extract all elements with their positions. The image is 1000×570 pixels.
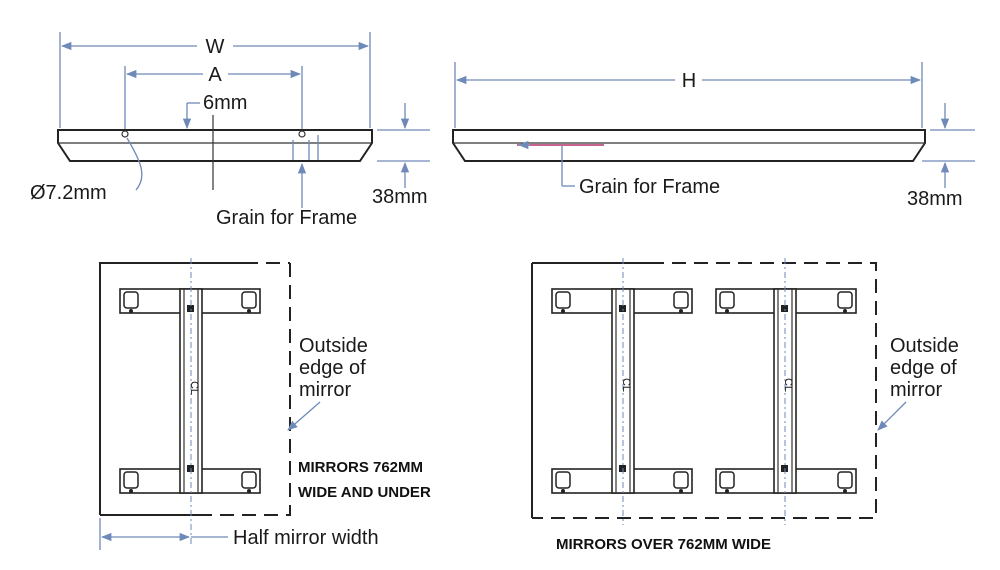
- outside-edge-line2-right: edge of: [890, 357, 957, 379]
- grain-for-frame-label-left: Grain for Frame: [216, 207, 357, 229]
- outside-edge-arrow-right: [877, 401, 907, 431]
- outside-edge-line2-left: edge of: [299, 357, 366, 379]
- caption-large: MIRRORS OVER 762MM WIDE: [556, 536, 771, 553]
- bracket-layout-small: CL Half mirror width Outside edge of mir…: [99, 258, 431, 550]
- outside-edge-arrow-left: [287, 401, 321, 431]
- hook-left-top-a-icon: [555, 291, 571, 313]
- hook-bottom-right-icon: [241, 471, 257, 493]
- half-mirror-width-label: Half mirror width: [233, 527, 379, 549]
- caption-small-line1: MIRRORS 762MM: [298, 459, 423, 476]
- outside-edge-line3-left: mirror: [299, 379, 352, 401]
- outside-edge-line1-left: Outside: [299, 335, 368, 357]
- hook-left-top-b-icon: [673, 291, 689, 313]
- hole-left-icon: [121, 130, 129, 138]
- screw-right-top-icon: [781, 305, 788, 312]
- centerline-symbol-right: CL: [782, 378, 794, 392]
- dim-a-label: A: [208, 64, 222, 86]
- hook-top-right-icon: [241, 291, 257, 313]
- frame-end-view: W A 6mm Grain for Frame Ø7.2mm 38mm: [30, 32, 430, 229]
- hook-left-bottom-b-icon: [673, 471, 689, 493]
- caption-small-line2: WIDE AND UNDER: [298, 484, 431, 501]
- centerline-symbol-small: CL: [188, 381, 200, 395]
- hole-diameter-label: Ø7.2mm: [30, 182, 107, 204]
- frame-side-view: H Grain for Frame 38mm: [452, 62, 975, 210]
- hook-right-top-a-icon: [719, 291, 735, 313]
- hole-diameter-leader: [126, 137, 143, 191]
- centerline-symbol-left: CL: [620, 378, 632, 392]
- hook-right-bottom-a-icon: [719, 471, 735, 493]
- hole-right-icon: [298, 130, 306, 138]
- dim-w-label: W: [206, 36, 225, 58]
- thickness-label-right: 38mm: [907, 188, 963, 210]
- hook-right-top-b-icon: [837, 291, 853, 313]
- hook-bottom-left-icon: [123, 471, 139, 493]
- outside-edge-line1-right: Outside: [890, 335, 959, 357]
- dim-h-label: H: [682, 70, 696, 92]
- hook-left-bottom-a-icon: [555, 471, 571, 493]
- screw-top-icon: [187, 305, 194, 312]
- mirror-edge-dashed-large: [532, 262, 877, 519]
- outside-edge-line3-right: mirror: [890, 379, 943, 401]
- bracket-layout-large: CL CL Outside edge of mirror MIRRORS OVE…: [531, 258, 959, 553]
- thickness-label-left: 38mm: [372, 186, 428, 208]
- hook-top-left-icon: [123, 291, 139, 313]
- grain-for-frame-label-right: Grain for Frame: [579, 176, 720, 198]
- dim-6mm-label: 6mm: [203, 92, 247, 114]
- frame-profile-end: [57, 129, 373, 162]
- screw-left-top-icon: [619, 305, 626, 312]
- hook-right-bottom-b-icon: [837, 471, 853, 493]
